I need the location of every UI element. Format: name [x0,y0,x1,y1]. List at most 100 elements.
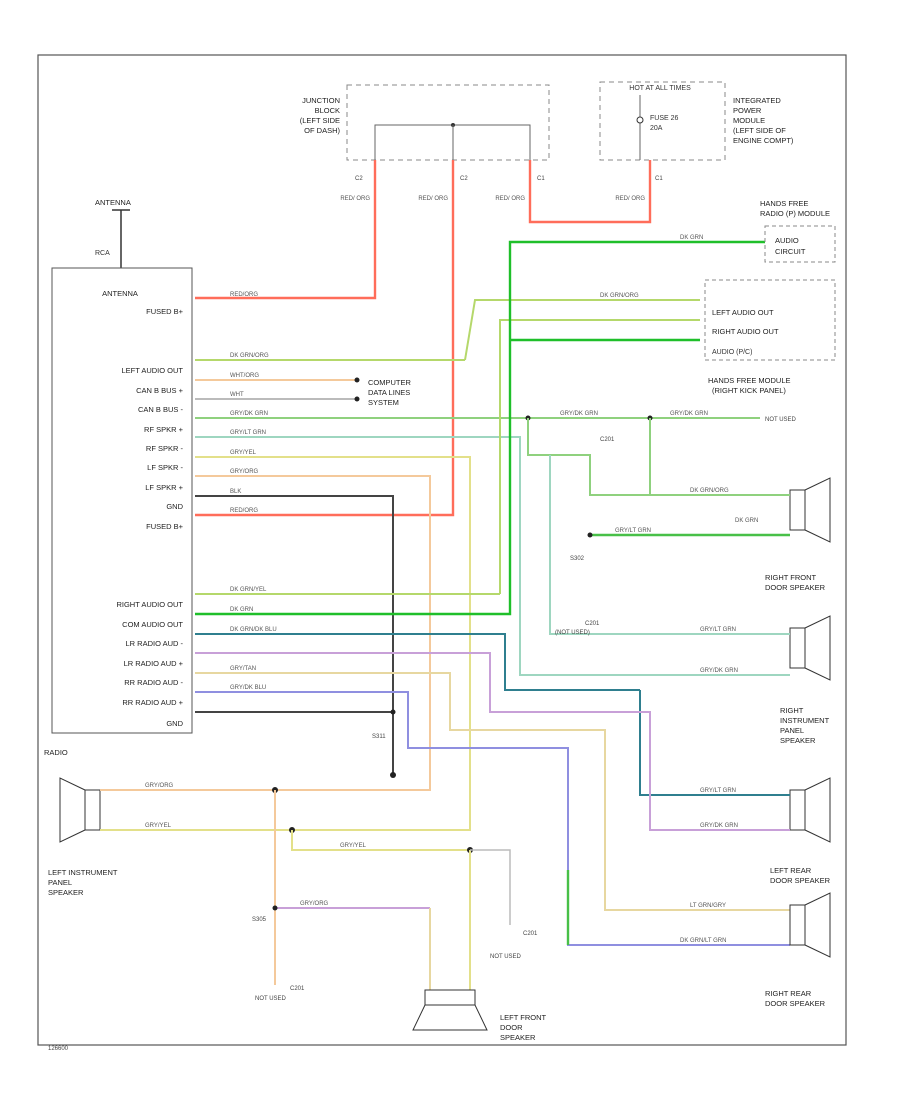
wire-lbl-gry-yel-2: GRY/YEL [145,823,172,829]
wire-lbl-gry-tan: GRY/TAN [230,666,256,672]
l-ip-label-3: SPEAKER [48,888,84,897]
rf-door-speaker-icon [789,477,831,543]
wire-left-audio-to-hfm [464,299,700,361]
r-ip-label-3: PANEL [780,726,804,735]
wire-lbl-gry-dkgrn-2: GRY/DK GRN [560,411,598,417]
lr-door-label-2: DOOR SPEAKER [770,876,831,885]
wire-lbl-wht-org: WHT/ORG [230,373,259,379]
hfm-box [704,279,836,361]
wire-lbl-wht: WHT [230,392,244,398]
wire-lbl-gry-org-2: GRY/ORG [145,783,174,789]
wire-lbl-gry-dkblu: GRY/DK BLU [230,685,266,691]
hfm-pin-2: RIGHT AUDIO OUT [712,327,779,336]
wire-lbl-dkgrn: DK GRN [230,607,253,613]
radio-pin-16: RR RADIO AUD + [122,698,183,707]
wire-lbl-gry-ltgrn-4: GRY/LT GRN [700,788,736,794]
wire-lr-door-minus [639,690,790,796]
wire-lbl-gry-dkgrn-4: GRY/DK GRN [700,668,738,674]
ipm-label-5: ENGINE COMPT) [733,136,794,145]
wire-red-org-antenna-fused [195,160,377,300]
wire-lf-notused [470,849,511,925]
hfr-box-1: AUDIO [775,236,799,245]
wire-rr-radio-aud-minus [195,672,790,911]
rr-door-label-2: DOOR SPEAKER [765,999,826,1008]
wire-lbl-gry-dkgrn-3: GRY/DK GRN [670,411,708,417]
radio-pin-4: CAN B BUS - [138,405,184,414]
footer-code: 126600 [48,1046,69,1052]
wire-lr-radio-aud-plus [195,652,600,713]
l-ip-speaker-icon [59,777,101,843]
l-ip-label-2: PANEL [48,878,72,887]
pin-c1b: C1 [655,176,663,182]
wire-lbl-dkgrn-3: DK GRN [735,518,758,524]
radio-pin-1: FUSED B+ [146,307,184,316]
ipm-label-4: (LEFT SIDE OF [733,126,786,135]
wire-lbl-gry-dkgrn: GRY/DK GRN [230,411,268,417]
r-ip-label-2: INSTRUMENT [780,716,830,725]
wire-lbl-dkgrn-ltgrn: DK GRN/LT GRN [680,938,726,944]
radio-pin-17: GND [166,719,183,728]
wire-rr-radio-aud-plus [195,691,790,946]
wire-lbl-ltgrn-gry: LT GRN/GRY [690,903,726,909]
radio-pin-11: RIGHT AUDIO OUT [116,600,183,609]
radio-pin-2: LEFT AUDIO OUT [121,366,183,375]
wire-lr-door-plus [600,711,790,831]
radio-pin-8: LF SPKR + [145,483,183,492]
wire-lf-spkr-minus [195,456,471,831]
radio-label: RADIO [44,748,68,757]
radio-pin-15: RR RADIO AUD - [124,678,183,687]
pin-c1: C1 [537,176,545,182]
wire-com-audio-out [195,240,765,616]
wire-lbl-dkgrn-org: DK GRN/ORG [230,353,269,359]
pin-not-used-r: (NOT USED) [555,630,590,636]
ground-node [390,772,396,778]
lr-door-speaker-icon [789,777,831,843]
rf-door-label-2: DOOR SPEAKER [765,583,826,592]
pin-not-used-lf: NOT USED [490,954,522,960]
wire-lbl-gry-ltgrn-3: GRY/LT GRN [700,627,736,633]
wire-lbl-red-1: RED/ ORG [340,196,370,202]
rr-door-speaker-icon [789,892,831,958]
ipm-fuse-1: FUSE 26 [650,115,679,122]
radio-pin-14: LR RADIO AUD + [124,659,184,668]
wire-lbl-red-4: RED/ ORG [615,196,645,202]
fuse-icon [636,116,644,124]
junction-label-2: BLOCK [315,106,340,115]
wire-lbl-gry-org-3: GRY/ORG [300,901,329,907]
r-ip-speaker-icon [789,615,831,681]
wire-lbl-gry-yel: GRY/YEL [230,450,257,456]
wire-lr-radio-aud-minus [195,633,640,691]
wire-red-org-ipm [528,160,652,224]
l-ip-label-1: LEFT INSTRUMENT [48,868,118,877]
pin-c201-d: C201 [585,621,600,627]
ipm-label-1: INTEGRATED [733,96,781,105]
lf-door-label-1: LEFT FRONT [500,1013,547,1022]
pin-c201-c: C201 [600,437,615,443]
pin-not-used-rf: NOT USED [765,417,797,423]
pin-c201-b: C201 [523,931,538,937]
radio-pin-9: GND [166,502,183,511]
antenna-wire-label: RCA [95,250,110,257]
node-rf-door [587,532,593,538]
pin-s305: S305 [252,917,267,923]
hfr-label-2: RADIO (P) MODULE [760,209,830,218]
hfr-box [764,225,836,263]
r-ip-label-4: SPEAKER [780,736,816,745]
radio-pin-7: LF SPKR - [147,463,183,472]
pin-c2b: C2 [460,176,468,182]
diagram-border [37,54,847,1046]
rf-door-label-1: RIGHT FRONT [765,573,817,582]
radio-pin-3: CAN B BUS + [136,386,184,395]
pin-not-used-lip: NOT USED [255,996,287,1002]
hfr-box-2: CIRCUIT [775,247,806,256]
wire-rf-spkr-minus [195,436,790,676]
hfm-footer: AUDIO (P/C) [712,349,752,356]
ipm-label-3: MODULE [733,116,765,125]
radio-box [51,267,193,734]
wire-right-audio-to-hfm [499,319,700,594]
ipm-fuse-2: 20A [650,125,663,132]
wire-lbl-gry-dkgrn-5: GRY/DK GRN [700,823,738,829]
junction-block-box [346,84,550,161]
wire-rf-door-plus [527,418,790,496]
cdl-label-3: SYSTEM [368,398,399,407]
